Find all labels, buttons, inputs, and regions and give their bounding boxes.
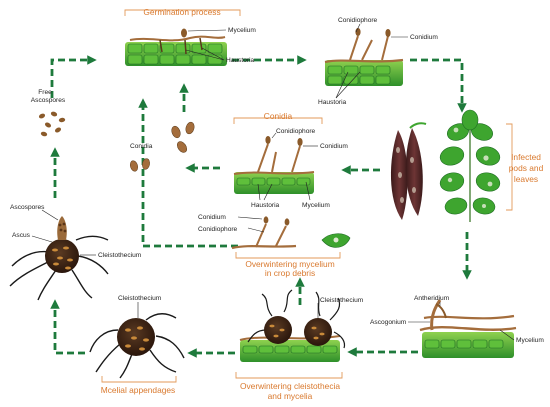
infected-label-group: Infected pods and leaves xyxy=(506,123,544,211)
label-ascogonium: Ascogonium xyxy=(370,319,407,326)
overwintering-mycelium-group: Conidium Conidiophore Overwintering myce… xyxy=(198,214,351,278)
arrow-free-to-top xyxy=(50,55,97,98)
label-cleistothecium-bot: Cleistothecium xyxy=(118,295,162,302)
label-and-mycelia: and mycelia xyxy=(268,391,313,401)
top-right-conidiophore-group: Conidiophore Conidium Haustoria xyxy=(318,17,438,106)
bracket-overwintering-mycelium xyxy=(235,252,341,259)
label-infected: Infected xyxy=(511,152,541,162)
bracket-germination xyxy=(124,9,241,16)
loose-conidia-group: Conidia xyxy=(130,121,195,172)
label-in-crop-debris: in crop debris xyxy=(265,268,315,278)
label-antheridium: Antheridium xyxy=(414,295,450,302)
label-ascus: Ascus xyxy=(12,232,31,239)
label-conidiophore-tr: Conidiophore xyxy=(338,17,378,24)
arrow-bl-to-asc xyxy=(50,299,85,355)
cycle-arrows xyxy=(50,55,472,358)
label-conidiophore-low: Conidiophore xyxy=(198,226,238,233)
ascospore-cluster xyxy=(38,111,66,137)
label-mycelium-mid: Mycelium xyxy=(302,202,330,209)
label-conidia-left: Conidia xyxy=(130,143,153,150)
label-conidia-title: Conidia xyxy=(264,111,293,121)
arrow-overwinter-to-conidia xyxy=(138,98,238,248)
spore-germinating xyxy=(181,28,187,38)
infected-leaves-group xyxy=(439,109,501,222)
label-haustoria-top: Haustoria xyxy=(226,57,255,64)
label-conidium-mid: Conidium xyxy=(320,143,348,150)
bracket-conidia xyxy=(233,117,323,124)
cleistothecium-bm-2 xyxy=(304,318,332,346)
ascus-cleistothecium-group: Ascospores Ascus Cleistothecium xyxy=(9,204,142,301)
label-haustoria-tr: Haustoria xyxy=(318,99,347,106)
label-overwintering-cleistothecia: Overwintering cleistothecia xyxy=(240,381,340,391)
pod-2 xyxy=(405,128,423,216)
bracket-appendages xyxy=(101,376,177,383)
label-leaves: leaves xyxy=(514,174,538,184)
bracket-infected xyxy=(506,123,513,211)
sexual-structures-group: Antheridium Ascogonium Mycelium xyxy=(370,295,544,358)
label-overwintering-mycelium: Overwintering mycelium xyxy=(245,259,334,269)
label-free: Free xyxy=(38,89,52,96)
label-mycelium-top: Mycelium xyxy=(228,27,256,34)
free-ascospores-group: Free Ascospores xyxy=(31,89,66,137)
ascus-sac xyxy=(57,216,67,240)
germination-group: Germination process Mycelium Haustoria xyxy=(124,7,256,66)
label-conidiophore-mid: Conidiophore xyxy=(276,128,316,135)
label-mcelial-appendages: Mcelial appendages xyxy=(101,385,176,395)
label-cleistothecium-mid: Cleistothecium xyxy=(320,297,364,304)
label-conidium-tr: Conidium xyxy=(410,34,438,41)
label-pods-and: pods and xyxy=(509,163,544,173)
arrow-tr-to-leaves xyxy=(410,58,467,113)
label-haustoria-mid: Haustoria xyxy=(251,202,280,209)
label-ascospores: Ascospores xyxy=(10,204,45,211)
conidia-middle-group: Conidia Conidiophore Conidium Haustoria … xyxy=(233,111,348,209)
label-conidium-low: Conidium xyxy=(198,214,226,221)
label-ascospores-free: Ascospores xyxy=(31,97,66,104)
bracket-overwintering-cleistothecia xyxy=(235,372,343,379)
overwintering-cleistothecia-group: Cleistothecium Overwintering cleistothec… xyxy=(235,289,364,401)
cleistothecium-ascus xyxy=(45,239,79,273)
mycelial-appendages-group: Cleistothecium Mcelial appendages xyxy=(89,295,185,395)
label-mycelium-br: Mycelium xyxy=(516,337,544,344)
label-cleistothecium-left: Cleistothecium xyxy=(98,252,142,259)
label-germination-process: Germination process xyxy=(143,7,220,17)
cleistothecium-bm-1 xyxy=(264,316,292,344)
infected-pods-group xyxy=(390,122,427,220)
